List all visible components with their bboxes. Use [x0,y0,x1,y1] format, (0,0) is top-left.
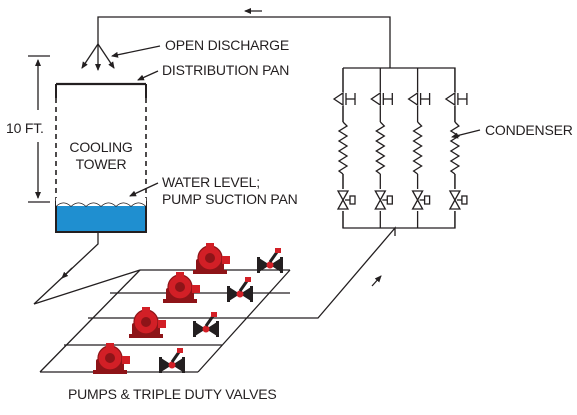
gate-valve-icon [448,189,468,211]
triple-duty-valve-icon [227,277,253,302]
height-dimension [28,55,50,203]
gate-valve-icon [374,189,393,211]
pump-icon [163,272,200,303]
check-valve-icon [407,91,431,107]
condenser-bank [342,38,456,229]
open-discharge-label: OPEN DISCHARGE [165,37,289,53]
pumps-group [93,243,283,374]
tower-label-line2: TOWER [75,156,127,172]
condenser-branch [407,68,431,228]
tower-label-line1: COOLING [69,139,133,155]
condenser-branches [332,68,468,228]
condenser-label: CONDENSER [485,122,573,138]
cooling-tower [55,82,147,233]
condenser-coil-icon [411,121,424,175]
triple-duty-valve-icon [257,248,283,273]
discharge-flow-arrow-icon [371,275,382,287]
pump-icon [129,307,166,338]
water-level-label-line1: WATER LEVEL; [162,174,260,190]
gate-valve-icon [336,189,356,211]
condenser-branch [332,68,356,228]
triple-duty-valve-icon [193,312,219,337]
pump-icon [93,343,130,374]
pump-icon [193,243,230,274]
water-level-label-line2: PUMP SUCTION PAN [162,191,298,207]
condenser-coil-icon [448,121,461,175]
suction-flow-arrow-icon [61,267,73,279]
distribution-pan-label: DISTRIBUTION PAN [162,62,290,78]
triple-duty-valve-icon [159,348,185,373]
condenser-branch [444,68,468,228]
condenser-leader [451,129,481,139]
pumps-valves-label: PUMPS & TRIPLE DUTY VALVES [68,386,277,402]
check-valve-icon [332,91,356,107]
distribution-pan-leader [137,70,159,81]
condenser-coil-icon [337,121,349,175]
return-pipe [97,16,391,44]
suction-pipe [33,232,99,305]
condenser-branch [370,68,393,228]
check-valve-icon [370,91,393,107]
height-label: 10 FT. [6,120,44,136]
condenser-coil-icon [374,121,387,175]
discharge-pipe [246,226,396,319]
water-level-leader [129,182,159,197]
check-valve-icon [444,91,468,107]
open-discharge-arrows-icon [81,43,161,71]
gate-valve-icon [411,189,431,211]
